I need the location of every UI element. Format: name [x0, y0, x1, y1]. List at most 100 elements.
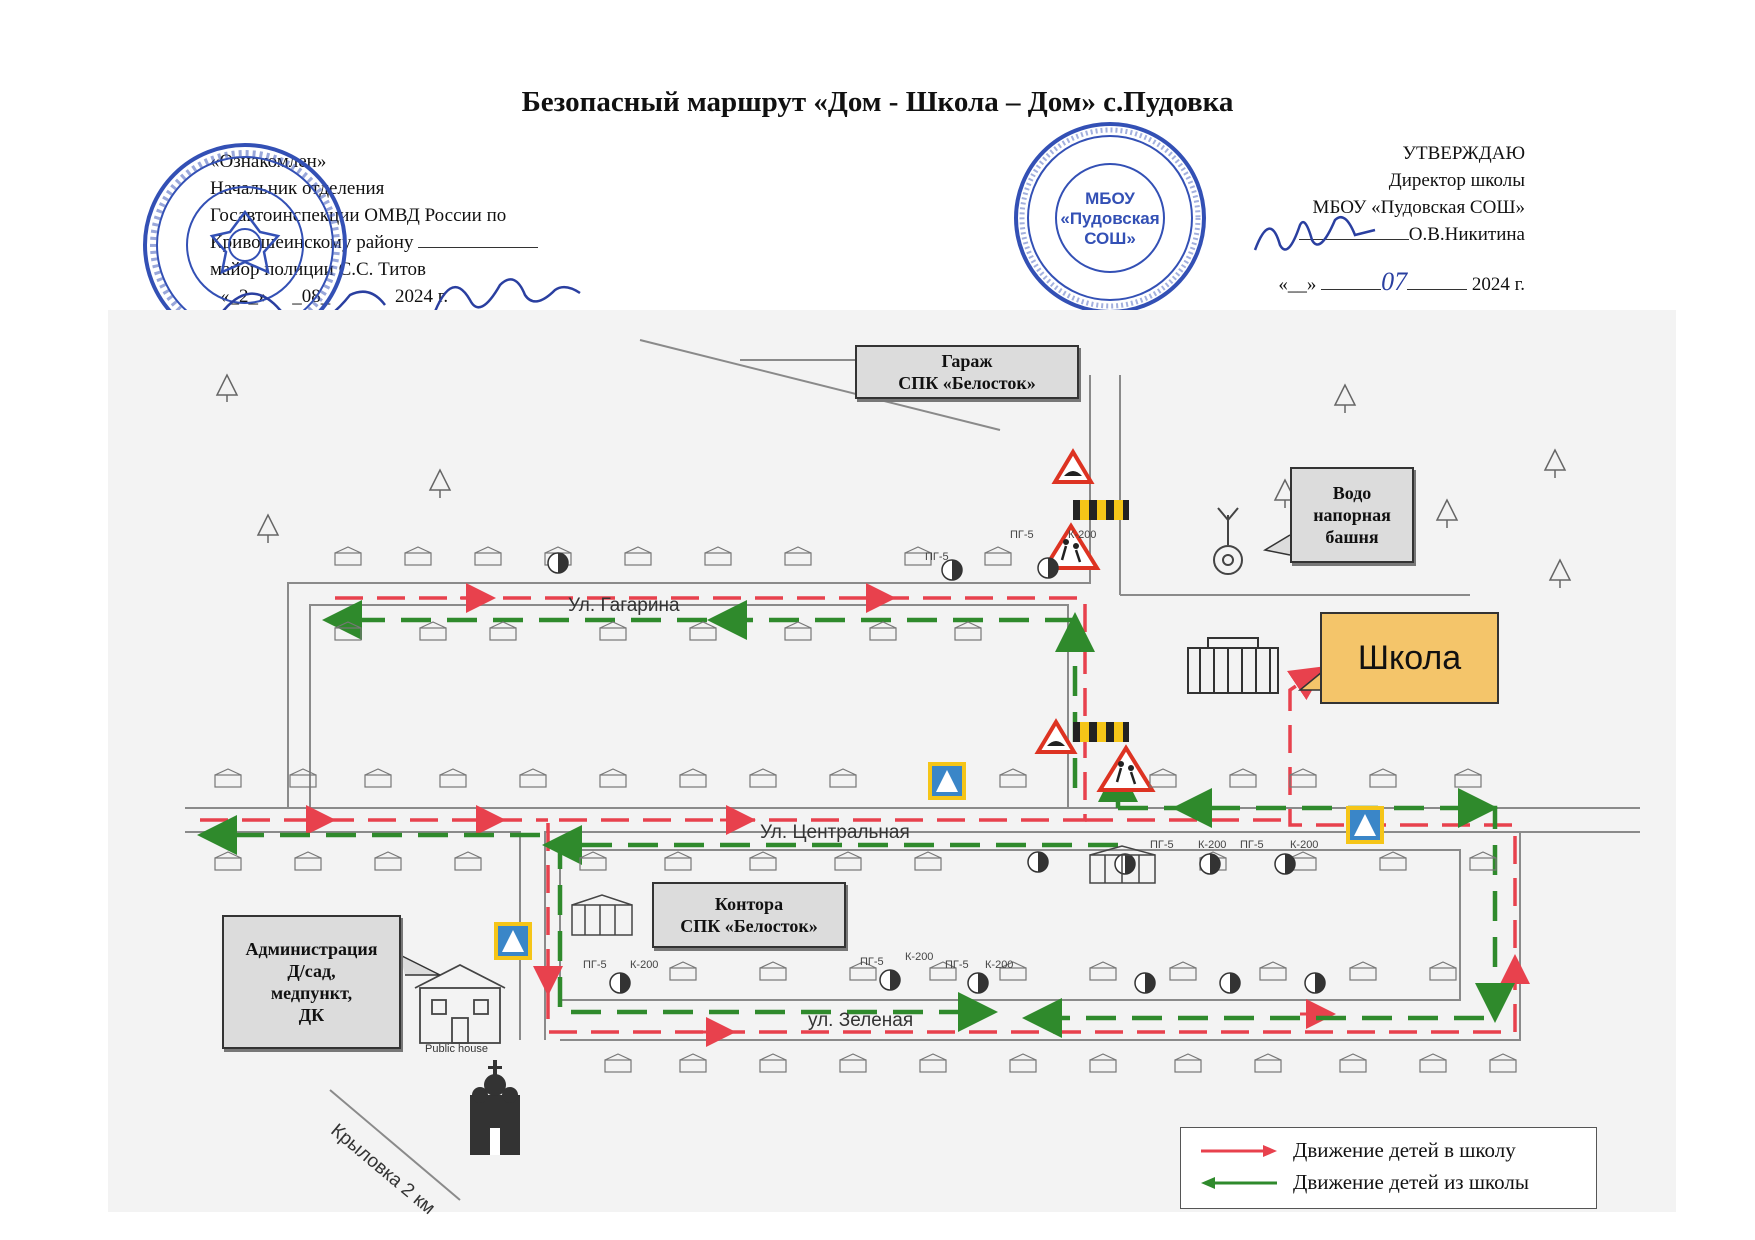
house-icon: [1429, 961, 1457, 981]
house-icon: [954, 621, 982, 641]
house-markers: [214, 546, 1517, 1073]
document-title: Безопасный маршрут «Дом - Школа – Дом» с…: [521, 86, 1234, 118]
hydrant-label-pg: ПГ-5: [1240, 839, 1264, 851]
house-icon: [999, 768, 1027, 788]
house-icon: [679, 1053, 707, 1073]
water-line2: напорная: [1313, 505, 1391, 525]
house-icon: [1419, 1053, 1447, 1073]
house-icon: [749, 851, 777, 871]
acquaintance-block: «Ознакомлен» Начальник отделения Госавто…: [210, 148, 630, 310]
legend-from-school-label: Движение детей из школы: [1293, 1170, 1529, 1194]
admin-label-box: Администрация Д/сад, медпункт, ДК: [222, 915, 401, 1049]
house-icon: [869, 621, 897, 641]
house-icon: [1174, 1053, 1202, 1073]
house-icon: [519, 768, 547, 788]
house-icon: [364, 768, 392, 788]
legend-row-to-school: Движение детей в школу: [1199, 1138, 1516, 1163]
office-building-icon: [571, 894, 633, 936]
office-label-box: Контора СПК «Белосток»: [652, 882, 846, 948]
water-tower-label-box: Водо напорная башня: [1290, 467, 1414, 563]
house-icon: [624, 546, 652, 566]
house-icon: [1009, 1053, 1037, 1073]
hydrant-icon: [609, 972, 631, 994]
house-icon: [664, 851, 692, 871]
house-icon: [474, 546, 502, 566]
house-icon: [1469, 851, 1497, 871]
house-icon: [759, 961, 787, 981]
hydrant-icon: [1037, 557, 1059, 579]
water-line3: башня: [1325, 527, 1379, 547]
pedestrian-crossing-icon: [928, 762, 966, 800]
speed-bump-icon: [1073, 722, 1129, 742]
house-icon: [1149, 768, 1177, 788]
house-icon: [334, 621, 362, 641]
street-label-gagarina: Ул. Гагарина: [568, 595, 680, 616]
house-icon: [919, 1053, 947, 1073]
hydrant-label-k: К-200: [1198, 839, 1226, 851]
admin-pointer: [399, 954, 441, 976]
legend-row-from-school: Движение детей из школы: [1199, 1170, 1529, 1195]
appr-line2: Директор школы: [1388, 170, 1525, 191]
house-icon: [784, 546, 812, 566]
seal-center-line1: МБОУ: [1085, 189, 1135, 208]
hydrant-label-pg: ПГ-5: [860, 956, 884, 968]
hydrant-icon: [547, 552, 569, 574]
hydrant-icon: [1304, 972, 1326, 994]
hydrant-label-pg: ПГ-5: [945, 959, 969, 971]
shop-building-icon: [1089, 845, 1156, 884]
seal-center-line2: «Пудовская: [1060, 209, 1159, 228]
hydrant-icon: [1274, 853, 1296, 875]
house-icon: [749, 768, 777, 788]
road-outlines: [185, 339, 1640, 1201]
hydrant-icon: [941, 559, 963, 581]
office-line1: Контора: [714, 894, 784, 914]
house-icon: [829, 768, 857, 788]
appr-date: «__» 07 2024 г.: [1278, 267, 1525, 296]
water-tower-icon: [1213, 507, 1243, 575]
admin-line3: медпункт,: [270, 983, 353, 1003]
school-label-box: Школа: [1320, 612, 1499, 704]
hydrant-label-k: К-200: [630, 959, 658, 971]
children-warning-icon: [1041, 522, 1101, 570]
acq-line3: Госавтоинспекции ОМВД России по: [210, 205, 507, 226]
house-icon: [1349, 961, 1377, 981]
garage-line1: Гараж: [941, 351, 993, 371]
speed-bump-warning-icon: [1034, 718, 1078, 754]
admin-line4: ДК: [298, 1005, 325, 1025]
hydrant-icon: [1134, 972, 1156, 994]
house-icon: [1339, 1053, 1367, 1073]
hydrant-label-k: К-200: [905, 951, 933, 963]
pedestrian-crossing-icon: [1346, 806, 1384, 844]
house-icon: [784, 621, 812, 641]
school-building-icon: [1187, 637, 1279, 694]
garage-line2: СПК «Белосток»: [898, 373, 1036, 393]
hydrant-icon: [1219, 972, 1241, 994]
appr-line1: УТВЕРЖДАЮ: [1402, 143, 1525, 164]
house-icon: [759, 1053, 787, 1073]
house-icon: [929, 961, 957, 981]
house-icon: [689, 621, 717, 641]
house-icon: [1379, 851, 1407, 871]
house-icon: [289, 768, 317, 788]
hydrant-label-k: К-200: [985, 959, 1013, 971]
pedestrian-crossing-icon: [494, 922, 532, 960]
water-tower-pointer: [1262, 534, 1291, 556]
house-icon: [489, 621, 517, 641]
green-arrow-icon: [1201, 1176, 1277, 1189]
street-label-zelenaya: ул. Зеленая: [808, 1010, 914, 1031]
house-icon: [1254, 1053, 1282, 1073]
speed-bump-icon: [1073, 500, 1129, 520]
hydrant-icon: [1199, 853, 1221, 875]
hydrant-icon: [879, 969, 901, 991]
street-label-centralnaya: Ул. Центральная: [760, 822, 910, 843]
house-icon: [1089, 961, 1117, 981]
hydrant-icon: [967, 972, 989, 994]
house-icon: [374, 851, 402, 871]
house-icon: [604, 1053, 632, 1073]
children-warning-icon: [1096, 744, 1156, 792]
house-icon: [334, 546, 362, 566]
hydrant-label-pg: ПГ-5: [1010, 529, 1034, 541]
admin-line1: Администрация: [245, 939, 378, 959]
public-house-icon: [414, 963, 506, 1044]
house-icon: [704, 546, 732, 566]
